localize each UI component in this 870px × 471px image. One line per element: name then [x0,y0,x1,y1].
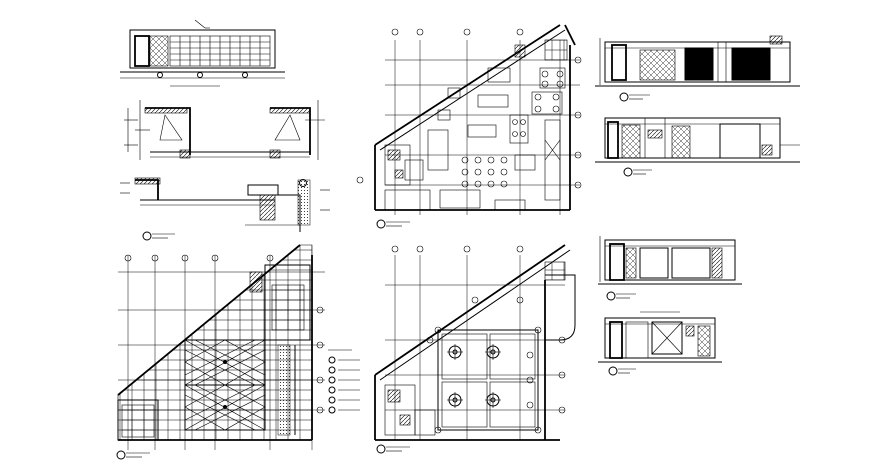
legend-symbol [328,366,336,374]
elevations-right-bottom [598,236,742,376]
ceiling-legend [328,349,360,414]
section-details-left [120,100,330,241]
elevations-right-top [595,35,800,177]
floor-plan-tile-layout [116,244,325,460]
legend-symbol [328,396,336,404]
elevation-strip-top-left [120,19,285,87]
reflected-ceiling-plan [374,244,576,454]
legend-symbol [328,406,336,414]
legend-symbol [328,386,336,394]
legend-symbol [328,356,336,364]
legend-symbol [328,376,336,384]
floor-plan-furniture-layout [356,24,582,229]
